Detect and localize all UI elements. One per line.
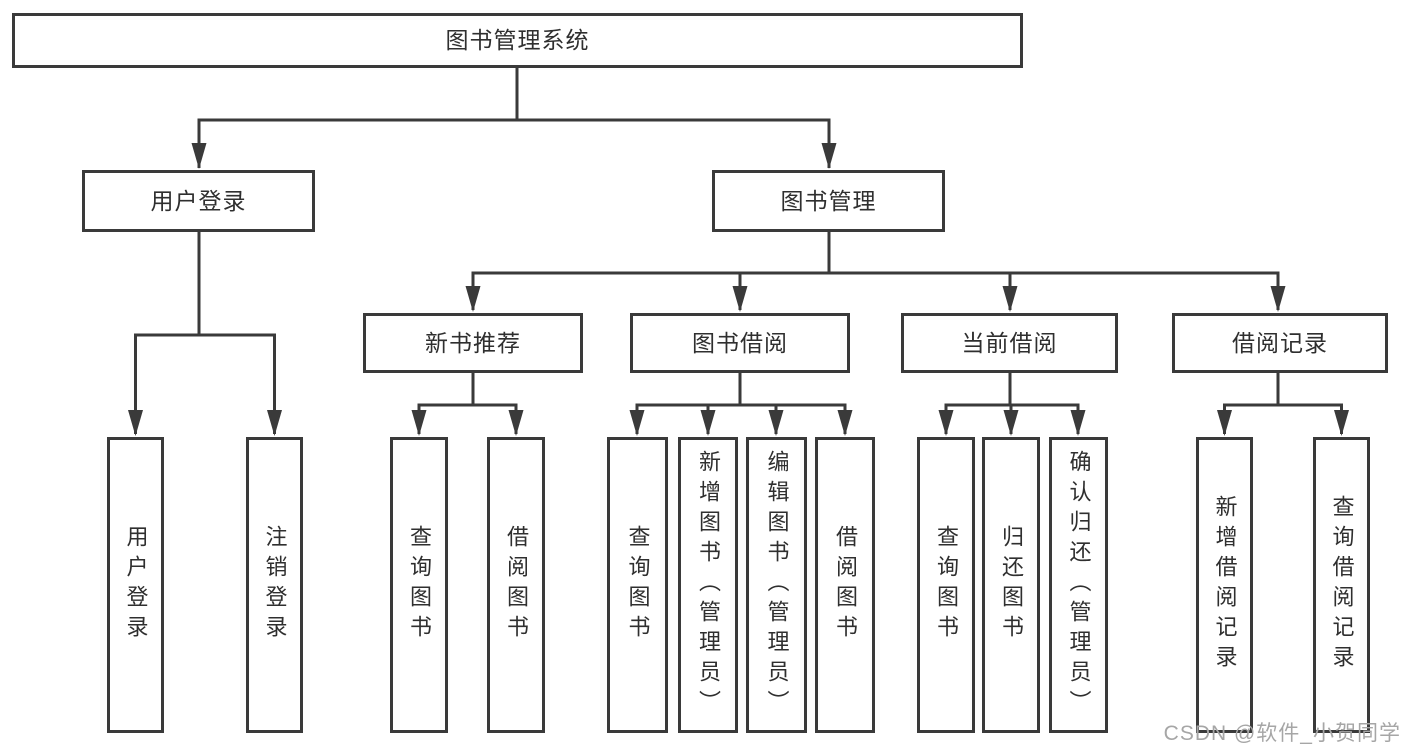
leaf-cb-return-books: 归还图书 bbox=[982, 437, 1040, 733]
leaf-cb-query-books: 查询图书 bbox=[917, 437, 975, 733]
node-current-borrow: 当前借阅 bbox=[901, 313, 1118, 373]
node-user-login: 用户登录 bbox=[82, 170, 315, 232]
node-borrow-records: 借阅记录 bbox=[1172, 313, 1388, 373]
csdn-watermark: CSDN @软件_小贺同学 bbox=[1163, 722, 1401, 745]
leaf-bb-add-books-admin: 新增图书（管理员） bbox=[678, 437, 738, 733]
leaf-nbr-borrow-books: 借阅图书 bbox=[487, 437, 545, 733]
leaf-bb-borrow-books: 借阅图书 bbox=[815, 437, 875, 733]
leaf-bb-edit-books-admin: 编辑图书（管理员） bbox=[746, 437, 807, 733]
leaf-user-login: 用户登录 bbox=[107, 437, 164, 733]
leaf-br-add-borrow-record: 新增借阅记录 bbox=[1196, 437, 1253, 733]
leaf-logout: 注销登录 bbox=[246, 437, 303, 733]
leaf-cb-confirm-return-admin: 确认归还（管理员） bbox=[1049, 437, 1108, 733]
leaf-bb-query-books: 查询图书 bbox=[607, 437, 668, 733]
node-new-book-recommend: 新书推荐 bbox=[363, 313, 583, 373]
leaf-br-query-borrow-record: 查询借阅记录 bbox=[1313, 437, 1370, 733]
node-book-management: 图书管理 bbox=[712, 170, 945, 232]
leaf-nbr-query-books: 查询图书 bbox=[390, 437, 448, 733]
node-book-borrow: 图书借阅 bbox=[630, 313, 850, 373]
node-library-system: 图书管理系统 bbox=[12, 13, 1023, 68]
